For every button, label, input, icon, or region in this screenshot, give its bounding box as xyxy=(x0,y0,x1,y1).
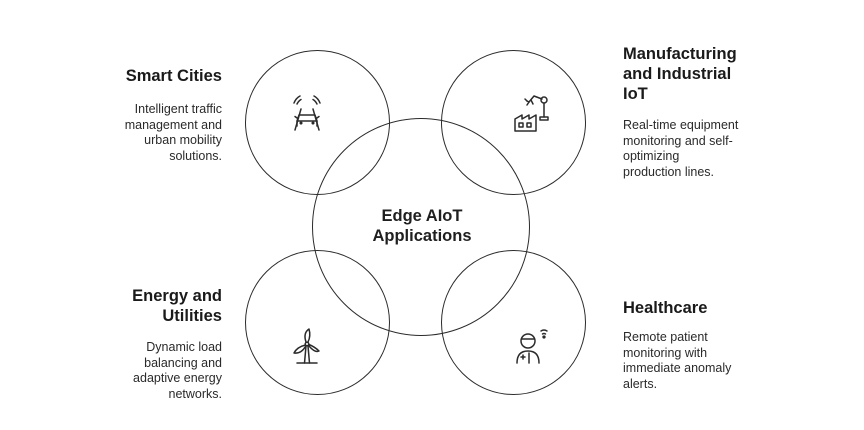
car-icon xyxy=(285,91,329,135)
robot-arm-factory-icon xyxy=(511,91,555,135)
energy-desc-line: balancing and xyxy=(144,355,222,370)
center-label-line-2: Applications xyxy=(372,227,472,245)
smart-cities-block: Smart Cities Intelligent traffic managem… xyxy=(60,66,222,164)
manufacturing-title-line: Manufacturing xyxy=(623,45,737,63)
energy-desc-line: Dynamic load xyxy=(146,340,222,354)
remote-patient-icon xyxy=(511,325,555,369)
manufacturing-block: Manufacturing and Industrial IoT Real-ti… xyxy=(623,44,823,180)
manufacturing-title-line: and Industrial xyxy=(623,65,732,83)
energy-desc-line: networks. xyxy=(168,386,223,401)
healthcare-desc-line: alerts. xyxy=(623,376,658,391)
smart-cities-desc-line: Intelligent traffic xyxy=(134,102,222,116)
manufacturing-title: Manufacturing and Industrial IoT xyxy=(623,44,823,104)
center-circle xyxy=(312,118,530,336)
manufacturing-title-line: IoT xyxy=(623,85,648,103)
manufacturing-desc-line: monitoring and self- xyxy=(623,133,733,148)
manufacturing-desc-line: optimizing xyxy=(623,149,680,163)
center-label: Edge AIoT Applications xyxy=(340,206,504,246)
smart-cities-desc-line: management and xyxy=(124,117,222,132)
healthcare-block: Healthcare Remote patient monitoring wit… xyxy=(623,298,823,392)
healthcare-title: Healthcare xyxy=(623,298,823,318)
energy-block: Energy and Utilities Dynamic load balanc… xyxy=(60,286,222,402)
wind-turbine-icon xyxy=(285,325,329,369)
healthcare-desc-line: monitoring with xyxy=(623,345,708,360)
smart-cities-desc-line: urban mobility xyxy=(144,133,222,147)
energy-title-line: Energy and xyxy=(132,287,222,305)
healthcare-desc-line: immediate anomaly xyxy=(623,361,732,375)
smart-cities-desc-line: solutions. xyxy=(169,148,222,163)
healthcare-description: Remote patient monitoring with immediate… xyxy=(623,330,763,392)
healthcare-desc-line: Remote patient xyxy=(623,330,708,344)
energy-title: Energy and Utilities xyxy=(60,286,222,326)
energy-desc-line: adaptive energy xyxy=(133,371,222,385)
manufacturing-desc-line: Real-time equipment xyxy=(623,118,739,132)
smart-cities-title: Smart Cities xyxy=(60,66,222,86)
manufacturing-description: Real-time equipment monitoring and self-… xyxy=(623,118,773,180)
energy-description: Dynamic load balancing and adaptive ener… xyxy=(60,340,222,402)
manufacturing-desc-line: production lines. xyxy=(623,164,715,179)
center-label-line-1: Edge AIoT xyxy=(381,207,463,225)
healthcare-title-line: Healthcare xyxy=(623,299,708,317)
smart-cities-title-line: Smart Cities xyxy=(125,67,222,85)
energy-title-line: Utilities xyxy=(162,307,222,325)
smart-cities-description: Intelligent traffic management and urban… xyxy=(60,102,222,164)
